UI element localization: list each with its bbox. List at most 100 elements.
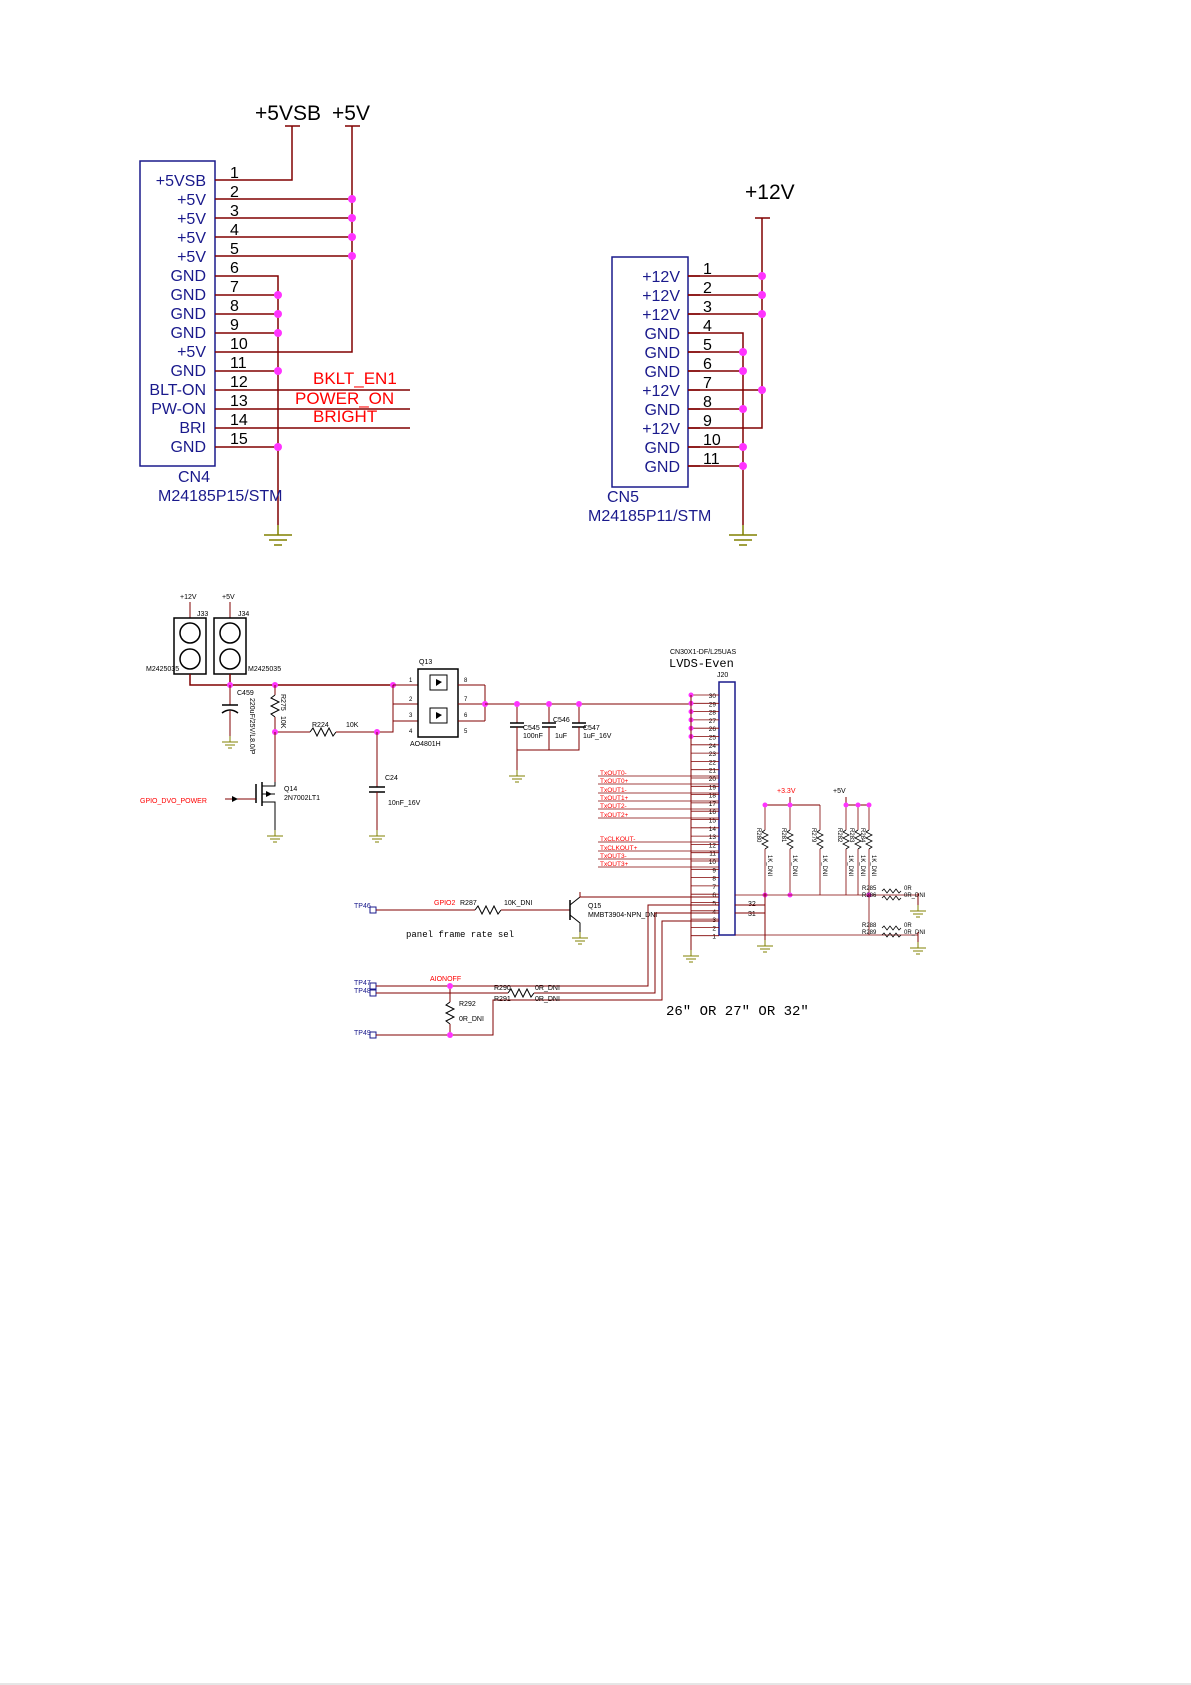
cn4-pin-name: +5V	[177, 344, 206, 361]
j20-pin-number: 4	[712, 909, 716, 916]
r292-value: 0R_DNI	[459, 1016, 484, 1023]
lvds-net-label: TxCLKOUT-	[600, 836, 635, 843]
cn4-pin-number: 13	[230, 393, 248, 410]
cn4-pin-number: 8	[230, 298, 239, 315]
cn5-pin-name: GND	[644, 402, 680, 419]
j20-pin-list: 3029282726252423222120191817161514131211…	[688, 692, 719, 941]
gpio2-net: GPIO2	[434, 900, 456, 907]
lvds-net-label: TxOUT3-	[600, 853, 627, 860]
j33-rail: +12V	[180, 594, 197, 601]
c547-value: 1uF_16V	[583, 733, 612, 740]
cn5-pin-name: +12V	[642, 307, 680, 324]
r275-ref: R275	[279, 694, 286, 711]
cn5-pin-number: 8	[703, 394, 712, 411]
svg-text:3: 3	[409, 713, 413, 719]
cn4-pin-number: 9	[230, 317, 239, 334]
r287-ref: R287	[460, 900, 477, 907]
cn4-pin-number: 5	[230, 241, 239, 258]
r287-value: 10K_DNI	[504, 900, 532, 907]
j20-pin-number: 22	[709, 759, 717, 766]
cn4-pin-name: GND	[170, 363, 206, 380]
j20-pin-number: 9	[712, 867, 716, 874]
q13-ref: Q13	[419, 659, 432, 666]
cn4-pin-number: 12	[230, 374, 248, 391]
r292-ref: R292	[459, 1001, 476, 1008]
j20-pin-number: 20	[709, 776, 717, 783]
j20-pin-number: 10	[709, 859, 717, 866]
j20-pin-number: 21	[709, 768, 717, 775]
tp46-pad	[369, 906, 377, 914]
series-ref: R289	[862, 930, 877, 936]
cn5-pin-number: 10	[703, 432, 721, 449]
series-ref: R288	[862, 923, 877, 929]
r224-ref: R224	[312, 722, 329, 729]
cn5-pin-number: 5	[703, 337, 712, 354]
wire-cn4-gnd	[215, 275, 279, 525]
j20-pin-number: 16	[709, 809, 717, 816]
cn5-pin-name: GND	[644, 345, 680, 362]
wire-cn5-gnd	[688, 332, 744, 525]
tp46-label: TP46	[354, 903, 371, 910]
cn4-pin-number: 10	[230, 336, 248, 353]
j20-ref: J20	[717, 672, 728, 679]
svg-text:7: 7	[464, 697, 468, 703]
series-value: 0R	[904, 886, 912, 892]
c546-ref: C546	[553, 717, 570, 724]
cn4-pin-name: GND	[170, 287, 206, 304]
rail-5v-lvds: +5V	[833, 788, 846, 795]
j20-part: CN30X1-DF/L25UAS	[670, 649, 736, 656]
cn5-pin-number: 6	[703, 356, 712, 373]
series-value: 0R_DNI	[904, 893, 926, 899]
pullup-value: 1K_DNI	[766, 855, 772, 876]
net-bklt-en1: BKLT_EN1	[313, 369, 397, 388]
c547-ref: C547	[583, 725, 600, 732]
panel-sizes: 26" OR 27" OR 32"	[666, 1004, 809, 1020]
tp49-pad	[369, 1031, 377, 1039]
lvds-net-label: TxOUT0+	[600, 778, 629, 785]
cn5-pin-name: +12V	[642, 269, 680, 286]
wire-12v	[688, 218, 763, 429]
pullup-value: 1K_DNI	[791, 855, 797, 876]
j20-pin-number: 5	[712, 901, 716, 908]
series-value: 0R	[904, 923, 912, 929]
j20-pin-number: 14	[709, 826, 717, 833]
j20-pin-number: 26	[709, 726, 717, 733]
pullup-value: 1K_DNI	[847, 855, 853, 876]
cn4-pin-name: +5VSB	[156, 173, 206, 190]
cn4-pin-name: PW-ON	[151, 401, 206, 418]
cn5-pin-name: +12V	[642, 383, 680, 400]
lvds-net-label: TxOUT1+	[600, 795, 629, 802]
cn4-pin-number: 14	[230, 412, 248, 429]
cn4-pin-name: GND	[170, 325, 206, 342]
cn5-ref: CN5	[607, 489, 639, 506]
pullup-ref: R284	[859, 828, 865, 843]
r275-value: 10K	[279, 716, 286, 729]
cn4-pin-name: BRI	[179, 420, 206, 437]
j20-pin-number: 7	[712, 884, 716, 891]
tp47-pad	[369, 982, 377, 990]
j20-connector	[718, 681, 736, 936]
cn4-pin-number: 6	[230, 260, 239, 277]
j34-ref: J34	[238, 611, 249, 618]
j33-part: M2425035	[146, 666, 179, 673]
j20-pin-number: 17	[709, 801, 717, 808]
j20-pin-number: 11	[709, 851, 716, 858]
r291-ref: R291	[494, 996, 511, 1003]
lvds-net-label: TxOUT3+	[600, 861, 629, 868]
c546-value: 1uF	[555, 733, 567, 740]
cn5-pin-number: 11	[703, 451, 720, 468]
pullup-ref: R279	[810, 828, 816, 843]
q15-ref: Q15	[588, 903, 601, 910]
cn5-pin-number: 7	[703, 375, 712, 392]
cn5-pin-name: GND	[644, 459, 680, 476]
lvds-power-schematic: +12V +5V J33 J34 M2425035 M2425035 C459 …	[140, 594, 927, 1039]
cn4-pin-number: 2	[230, 184, 239, 201]
cn5-pin-name: +12V	[642, 288, 680, 305]
cn5-part: M24185P11/STM	[588, 508, 711, 525]
j20-pin-number: 29	[709, 701, 717, 708]
cn4-pin-number: 7	[230, 279, 239, 296]
r290-value: 0R_DNI	[535, 985, 560, 992]
pullup-resistors: R2801K_DNIR2811K_DNIR2791K_DNIR2821K_DNI…	[735, 802, 918, 936]
